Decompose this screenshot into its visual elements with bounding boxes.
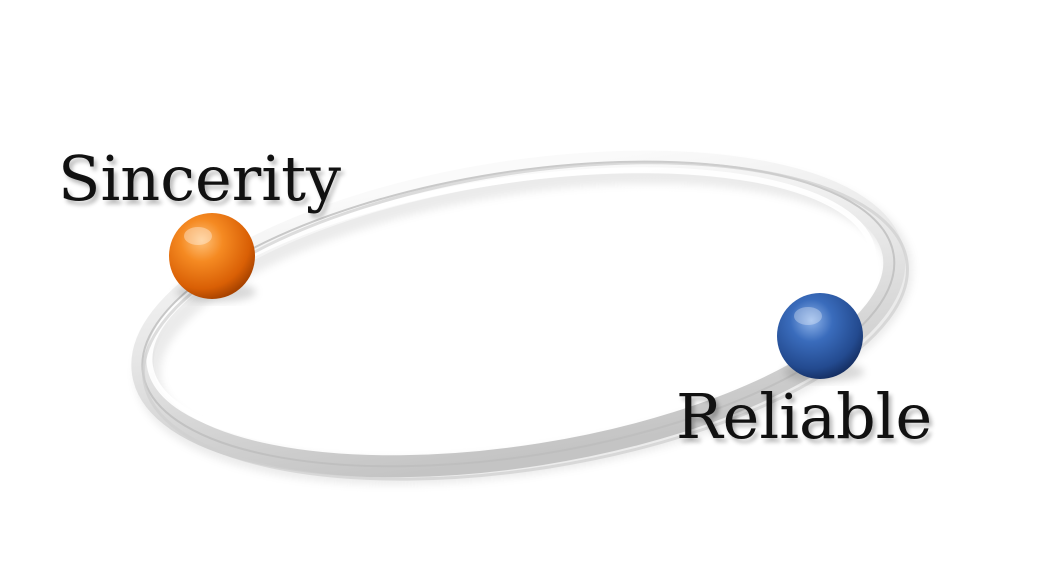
sphere-orange xyxy=(169,213,256,302)
sphere-blue xyxy=(777,293,864,382)
label-sincerity: Sincerity xyxy=(58,142,342,215)
label-reliable: Reliable xyxy=(676,380,933,453)
orbit-ring xyxy=(131,150,909,481)
